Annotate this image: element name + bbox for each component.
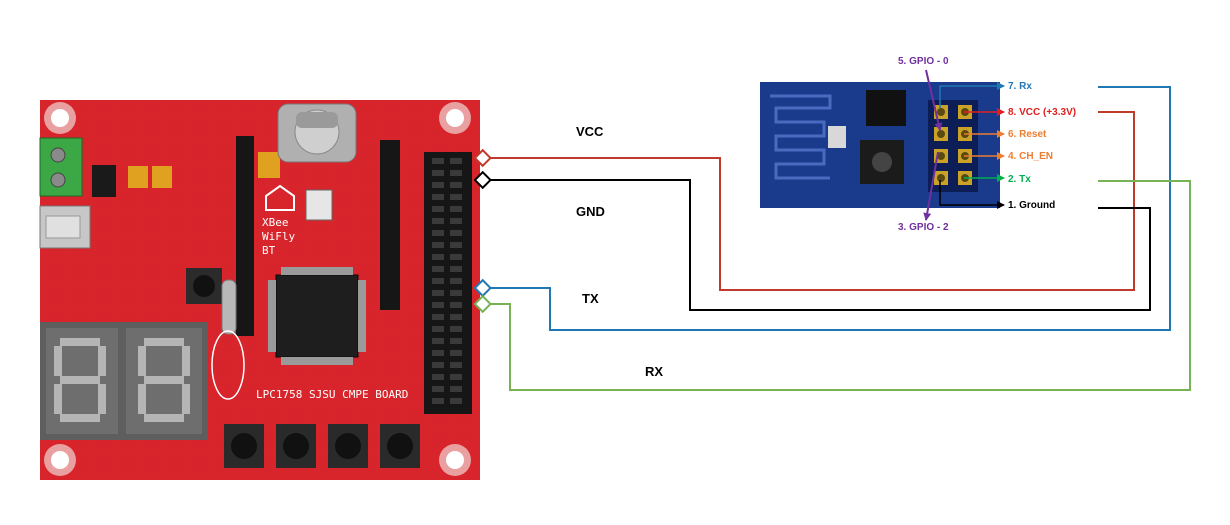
board-header-pin	[432, 230, 444, 236]
board-header-pin	[450, 194, 462, 200]
board-header-pin	[432, 290, 444, 296]
board-header-pin	[450, 290, 462, 296]
board-header-pin	[450, 254, 462, 260]
board-header-pin	[450, 350, 462, 356]
board-header-pin	[432, 362, 444, 368]
wire-gnd	[488, 179, 1151, 311]
esp-pin-labels: 5. GPIO - 0 3. GPIO - 2 7. Rx 8. VCC (+3…	[898, 56, 1076, 233]
board-header-pin	[450, 302, 462, 308]
board-header-pin	[432, 206, 444, 212]
usb-connector	[39, 205, 91, 249]
board-header-pin	[432, 374, 444, 380]
board-header-pin	[450, 374, 462, 380]
esp-header-pin-hole	[937, 152, 945, 160]
pin-callouts	[923, 69, 1005, 221]
esp8266-module	[760, 82, 1000, 208]
board-title: LPC1758 SJSU CMPE BOARD	[256, 388, 408, 401]
header-right	[424, 152, 472, 414]
board-header-pin	[450, 386, 462, 392]
mcu-chip	[268, 267, 366, 365]
board-header-pin	[432, 266, 444, 272]
board-header-pin	[450, 242, 462, 248]
capacitor-2	[152, 166, 172, 188]
label-rx: 7. Rx	[1008, 81, 1032, 92]
battery-holder	[277, 103, 357, 163]
rx-endpoint	[473, 294, 492, 314]
board-header-pin	[432, 386, 444, 392]
board-header-pin	[432, 338, 444, 344]
rx-label: RX	[645, 364, 663, 379]
label-reset: 6. Reset	[1008, 129, 1047, 140]
vcc-label: VCC	[576, 124, 604, 139]
gnd-endpoint	[473, 170, 492, 190]
board-header-pin	[450, 362, 462, 368]
vcc-endpoint	[473, 148, 492, 168]
wire-rx	[488, 180, 1191, 391]
terminal-block	[39, 137, 83, 197]
board-header-pin	[432, 254, 444, 260]
board-header-pin	[450, 182, 462, 188]
board-header-pin	[432, 314, 444, 320]
oval-silkscreen	[211, 330, 245, 400]
gnd-label: GND	[576, 204, 605, 219]
board-header-pin	[432, 302, 444, 308]
esp-header-pin-hole	[937, 174, 945, 182]
board-header-pin	[450, 218, 462, 224]
board-header-pin	[450, 398, 462, 404]
capacitor-3	[258, 152, 280, 178]
esp-header-pin-hole	[937, 130, 945, 138]
board-header-pin	[450, 230, 462, 236]
board-header-pin	[450, 278, 462, 284]
board-header-pin	[432, 278, 444, 284]
label-vcc: 8. VCC (+3.3V)	[1008, 107, 1076, 118]
label-ch-en: 4. CH_EN	[1008, 151, 1053, 162]
regulator-ic	[92, 165, 116, 197]
label-gpio2: 3. GPIO - 2	[898, 222, 949, 233]
seven-segment-display	[40, 322, 208, 440]
wire-labels: VCC GND TX RX	[576, 124, 663, 379]
wire-vcc	[488, 111, 1135, 291]
capacitor-1	[128, 166, 148, 188]
board-header-pin	[450, 170, 462, 176]
wires	[473, 86, 1191, 391]
crystal	[221, 279, 237, 335]
board-header-pin	[450, 314, 462, 320]
label-tx: 2. Tx	[1008, 174, 1031, 185]
board-header-pin	[432, 170, 444, 176]
wire-tx	[488, 86, 1171, 331]
esp-header-pin-hole	[937, 108, 945, 116]
board-header-pin	[432, 194, 444, 200]
board-header-pin	[450, 338, 462, 344]
reset-button	[186, 268, 222, 304]
board-header-pin	[450, 158, 462, 164]
header-left	[236, 136, 254, 336]
tx-label: TX	[582, 291, 599, 306]
board-header-pin	[432, 326, 444, 332]
label-gpio0: 5. GPIO - 0	[898, 56, 949, 67]
board-header-pin	[432, 182, 444, 188]
header-middle	[380, 140, 400, 310]
slide-switch	[305, 189, 333, 221]
xbee-line-2: WiFly	[262, 230, 295, 243]
tx-endpoint	[473, 278, 492, 298]
board-header-pin	[450, 326, 462, 332]
board-header-pin	[450, 266, 462, 272]
lpc1758-board: XBee WiFly BT LPC1758 SJSU CMPE BOARD	[39, 100, 480, 480]
xbee-silkscreen: XBee WiFly BT	[262, 184, 295, 257]
board-header-pin	[450, 206, 462, 212]
user-buttons	[224, 424, 420, 468]
label-ground: 1. Ground	[1008, 200, 1055, 211]
mounting-holes	[44, 102, 471, 476]
board-header-pin	[432, 350, 444, 356]
xbee-line-1: XBee	[262, 216, 289, 229]
xbee-line-3: BT	[262, 244, 276, 257]
board-header-pin	[432, 158, 444, 164]
board-header-pin	[432, 218, 444, 224]
board-header-pin	[432, 242, 444, 248]
board-header-pin	[432, 398, 444, 404]
